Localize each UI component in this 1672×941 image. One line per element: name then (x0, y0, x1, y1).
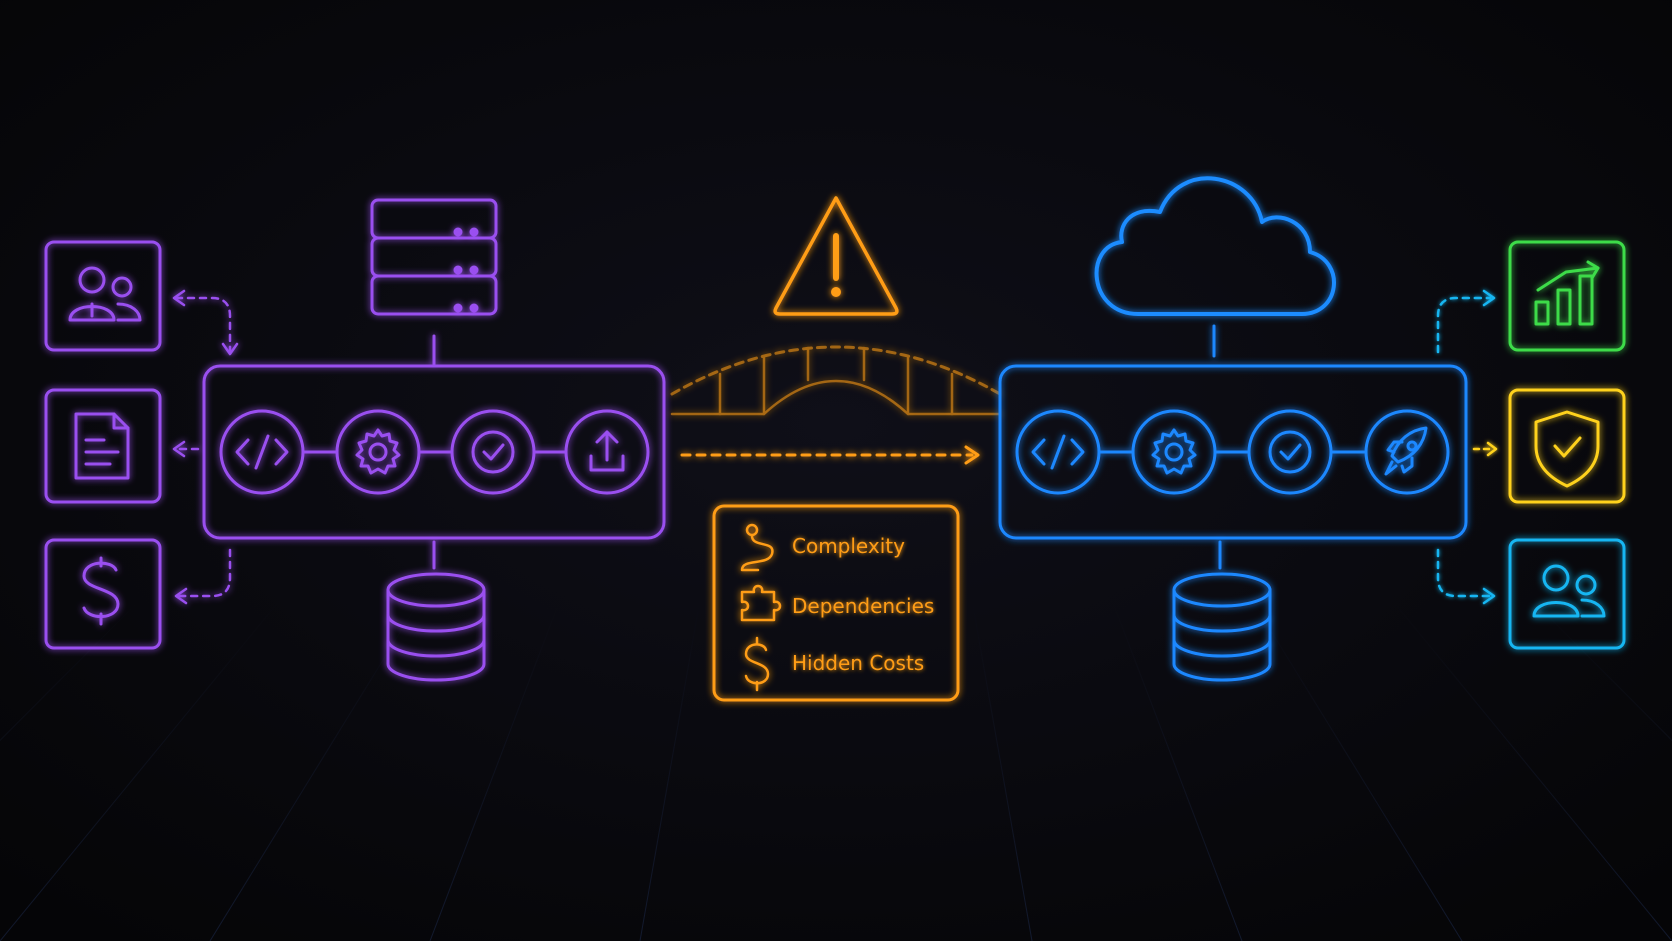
migration-bridge (670, 196, 1002, 702)
users-card (1508, 538, 1626, 650)
code-icon (219, 409, 305, 495)
bridge-icon (670, 345, 1002, 416)
legacy-system (44, 198, 666, 682)
database-icon (386, 572, 486, 682)
dollar-card (44, 538, 162, 650)
risk-label-hidden-costs: Hidden Costs (792, 651, 924, 675)
gear-icon (335, 409, 421, 495)
risk-box (712, 504, 960, 702)
path-squiggle-icon (740, 523, 774, 572)
legacy-card-connectors (174, 296, 232, 598)
cloud-icon (1094, 176, 1336, 316)
legacy-pipeline-box (202, 364, 666, 540)
rocket-icon (1364, 409, 1450, 495)
check-icon (450, 409, 536, 495)
bar-chart-growth-card (1508, 240, 1626, 352)
modern-pipeline-box (998, 364, 1468, 540)
upload-icon (564, 409, 650, 495)
risk-label-dependencies: Dependencies (792, 594, 934, 618)
modern-card-connectors (1436, 289, 1498, 605)
warning-triangle-icon (773, 196, 899, 316)
check-icon (1247, 409, 1333, 495)
users-card (44, 240, 162, 352)
code-icon (1015, 409, 1101, 495)
database-icon (1172, 572, 1272, 682)
shield-check-card (1508, 388, 1626, 504)
puzzle-icon (740, 584, 782, 622)
gear-icon (1131, 409, 1217, 495)
document-card (44, 388, 162, 504)
risk-label-complexity: Complexity (792, 534, 905, 558)
dollar-icon (744, 636, 770, 692)
risk-labels: Complexity Dependencies Hidden Costs (792, 534, 934, 675)
modern-side-cards (1508, 240, 1626, 650)
modern-system (998, 176, 1468, 682)
server-rack-icon (370, 198, 498, 316)
